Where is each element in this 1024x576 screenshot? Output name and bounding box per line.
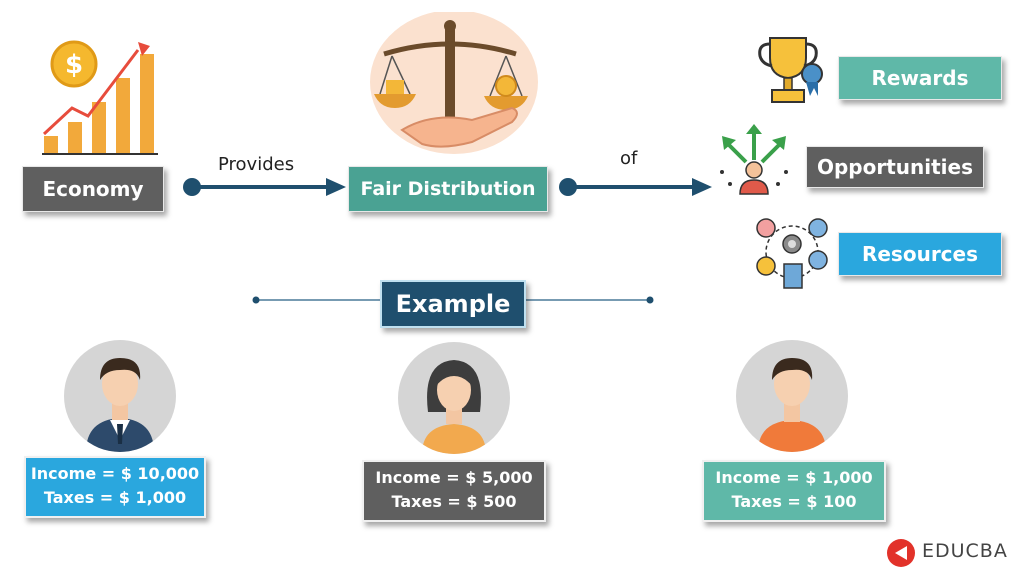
woman-avatar-icon	[422, 360, 486, 454]
person-2-avatar	[398, 342, 510, 454]
economy-label: Economy	[42, 177, 144, 201]
fair-distribution-box: Fair Distribution	[348, 166, 548, 212]
opportunities-box: Opportunities	[806, 146, 984, 188]
resources-network-icon	[756, 218, 828, 289]
svg-text:$: $	[65, 50, 83, 80]
of-label: of	[620, 148, 638, 169]
growth-chart-dollar-icon: $	[42, 40, 158, 155]
brand-name: EDUCBA	[922, 540, 1008, 562]
person-1-income: Income = $ 10,000	[30, 464, 200, 483]
provides-arrow	[183, 178, 346, 196]
opportunities-label: Opportunities	[816, 155, 973, 179]
trophy-icon	[758, 37, 823, 103]
fair-distribution-label: Fair Distribution	[360, 178, 536, 200]
resources-box: Resources	[838, 232, 1002, 276]
person-3-avatar	[736, 340, 848, 452]
educba-logo-icon	[887, 539, 915, 567]
person-3-info-box: Income = $ 1,000 Taxes = $ 100	[702, 460, 886, 522]
rewards-box: Rewards	[838, 56, 1002, 100]
resources-label: Resources	[861, 242, 979, 266]
person-1-avatar	[64, 340, 176, 452]
example-label: Example	[395, 290, 511, 318]
person-2-taxes: Taxes = $ 500	[391, 492, 517, 511]
rewards-label: Rewards	[871, 66, 969, 90]
of-arrow	[559, 178, 712, 196]
person-2-info-box: Income = $ 5,000 Taxes = $ 500	[362, 460, 546, 522]
businessman-avatar-icon	[86, 358, 154, 452]
opportunities-person-arrows-icon	[720, 124, 788, 195]
person-2-income: Income = $ 5,000	[375, 468, 533, 487]
example-box: Example	[380, 280, 526, 328]
person-3-income: Income = $ 1,000	[715, 468, 873, 487]
person-1-taxes: Taxes = $ 1,000	[43, 488, 187, 507]
provides-label: Provides	[218, 154, 295, 175]
man-avatar-icon	[758, 358, 826, 452]
person-3-taxes: Taxes = $ 100	[731, 492, 857, 511]
economy-box: Economy	[22, 166, 164, 212]
balance-scale-hand-icon	[370, 12, 538, 154]
person-1-info-box: Income = $ 10,000 Taxes = $ 1,000	[24, 456, 206, 518]
